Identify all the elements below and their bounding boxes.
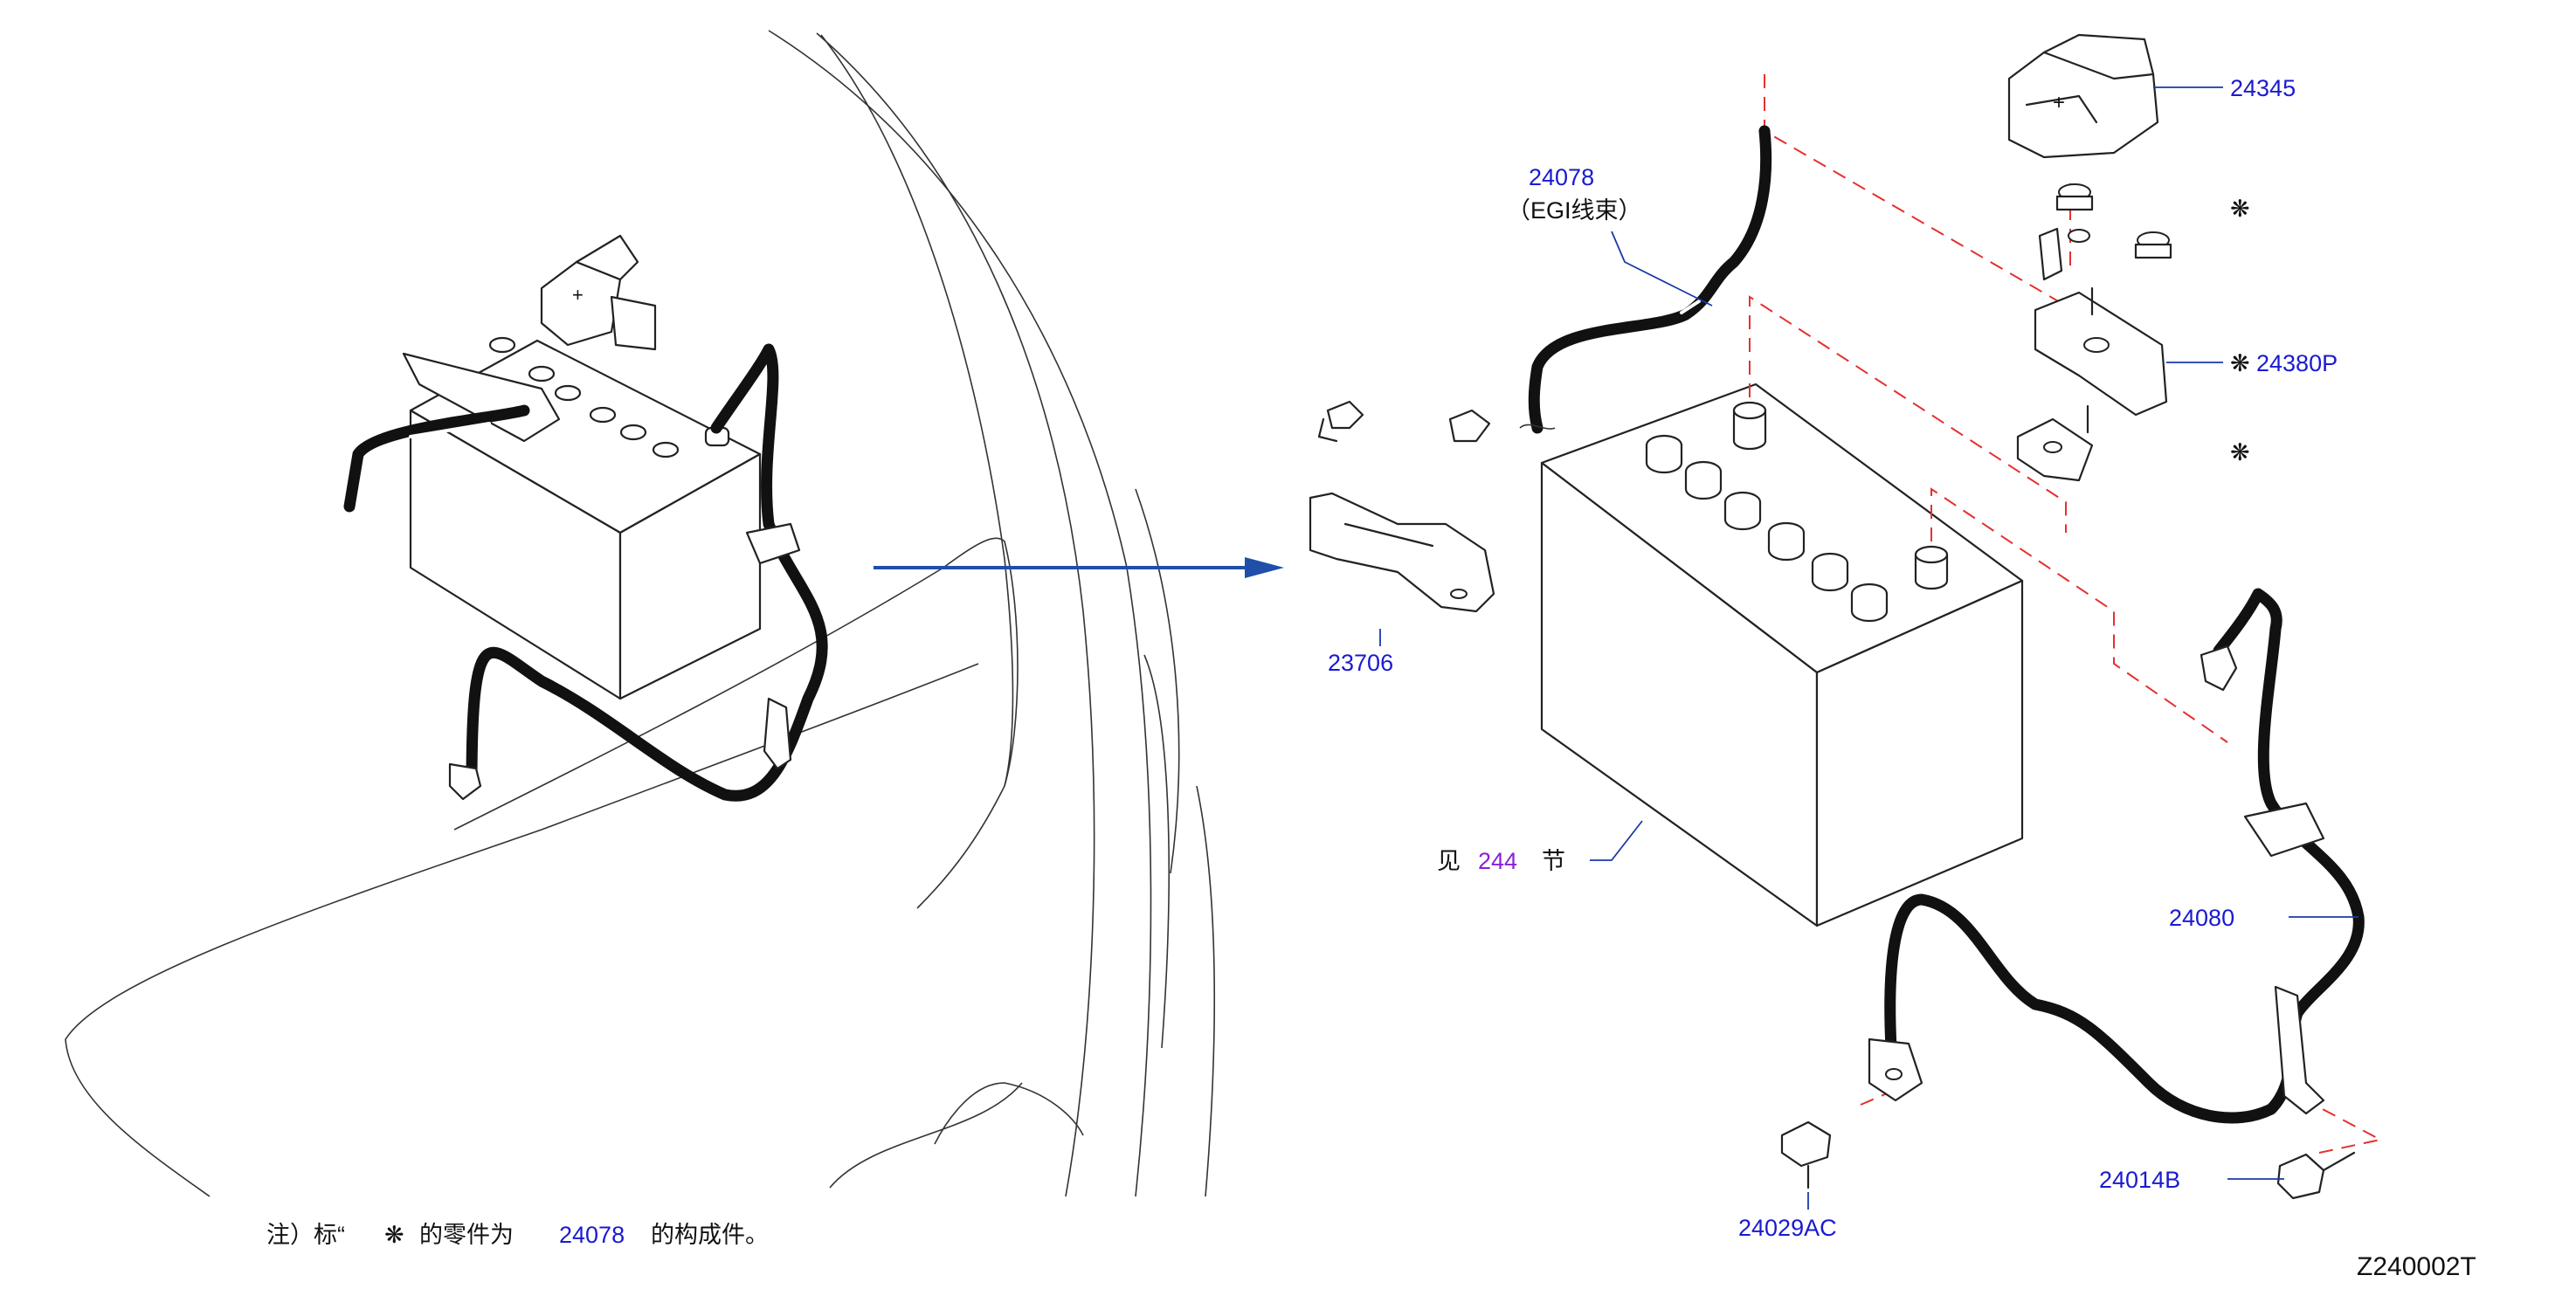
note-symbol: ❋ <box>384 1222 404 1248</box>
see-section-suffix: 节 <box>1542 848 1565 874</box>
mark-fuse-block: ❋ <box>2230 350 2250 376</box>
vehicle-body-outline <box>65 30 1216 1197</box>
label-cable-24080: 24080 <box>2169 905 2234 931</box>
figure-code: Z240002T <box>2357 1252 2476 1281</box>
bolt-24014b <box>2276 1151 2356 1200</box>
footnote: 注）标“ ❋ 的零件为 24078 的构成件。 <box>266 1222 769 1248</box>
svg-text:+: + <box>2053 91 2065 114</box>
label-clamp-23706: 23706 <box>1328 650 1393 676</box>
mark-constituent-a: ❋ <box>2230 196 2250 222</box>
bolt-24029ac <box>1780 1120 1832 1189</box>
label-fuse-block-24380p: 24380P <box>2256 350 2338 376</box>
note-part-24078: 24078 <box>559 1222 625 1248</box>
label-bolt-24014b: 24014B <box>2099 1167 2180 1193</box>
svg-text:+: + <box>572 284 584 306</box>
label-terminal-cover-24345: 24345 <box>2230 75 2296 101</box>
battery-exploded-view: + <box>1309 33 2383 1200</box>
note-prefix: 注）标“ <box>266 1222 345 1248</box>
note-middle: 的零件为 <box>419 1222 514 1248</box>
note-suffix: 的构成件。 <box>651 1222 769 1248</box>
leader-lines <box>1379 86 2358 1210</box>
see-section-prefix: 见 <box>1437 848 1461 874</box>
label-harness-24078: 24078 <box>1529 164 1594 190</box>
battery-assembled-view: + <box>343 234 828 802</box>
direction-arrow <box>874 557 1284 578</box>
mark-constituent-c: ❋ <box>2230 439 2250 465</box>
see-section-244-link[interactable]: 244 <box>1478 848 1517 874</box>
label-bolt-24029ac: 24029AC <box>1738 1215 1837 1241</box>
label-egi-harness: （EGI线束） <box>1507 197 1642 224</box>
